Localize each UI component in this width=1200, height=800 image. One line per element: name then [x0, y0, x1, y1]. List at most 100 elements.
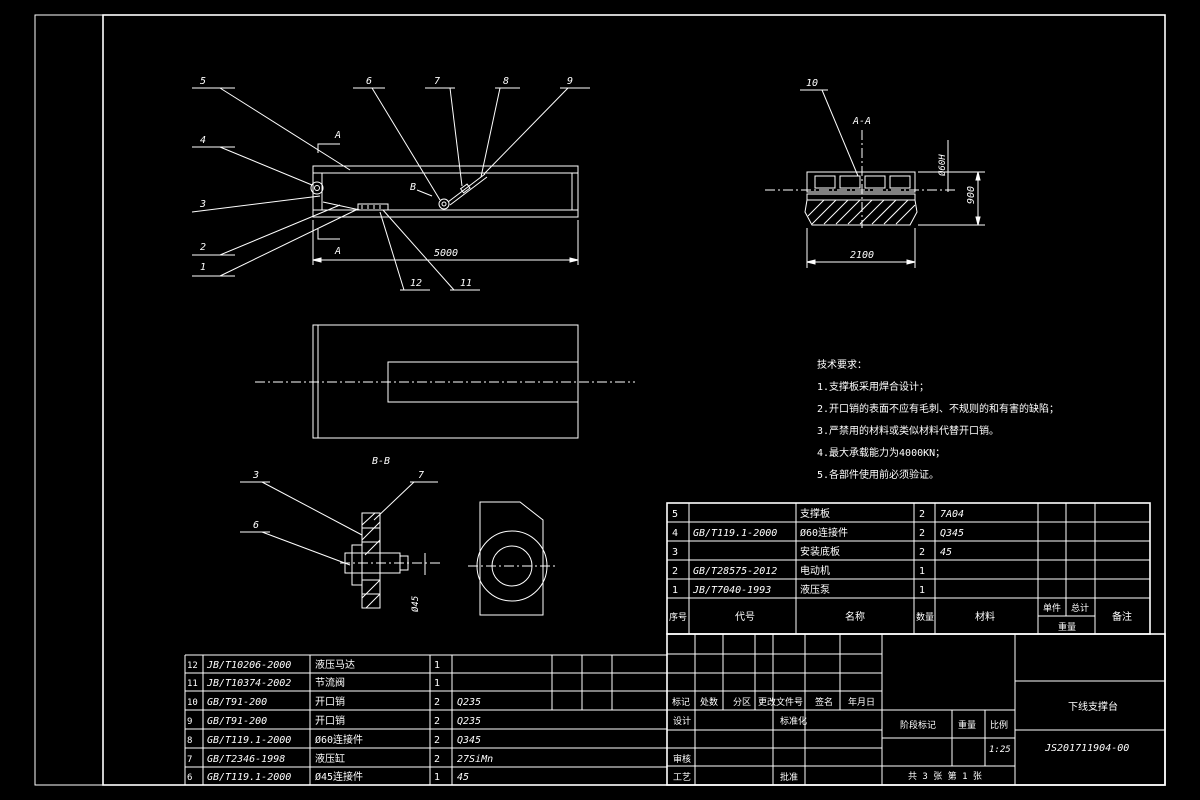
- pl-code-1: JB/T10374-2002: [206, 678, 291, 689]
- dim-length: 5000: [434, 248, 458, 259]
- dim-height: 900: [966, 186, 977, 204]
- pl-code-6: GB/T119.1-2000: [207, 772, 291, 783]
- pu-code-3: GB/T28575-2012: [693, 566, 777, 577]
- tech-item-2: 2.开口销的表面不应有毛刺、不规则的和有害的缺陷；: [817, 402, 1059, 415]
- balloon-12: 12: [410, 278, 422, 289]
- pu-head-unit: 单件: [1043, 602, 1061, 614]
- pin-detail-view: Ø45 3 7 6: [240, 470, 440, 612]
- section-a-top: A: [334, 130, 341, 141]
- dim-pin-dia: Ø60H: [937, 154, 948, 176]
- balloon-11: 11: [460, 278, 472, 289]
- pl-qty-4: 2: [434, 735, 440, 746]
- tech-requirements: 技术要求： 1.支撑板采用焊合设计； 2.开口销的表面不应有毛刺、不规则的和有害…: [817, 358, 1059, 481]
- front-view: A A B 5000 5 4 3 2 1 6 7 8 9 12 11: [191, 76, 590, 291]
- pu-head-qty: 数量: [916, 611, 934, 623]
- pu-no-2: 3: [672, 547, 678, 558]
- tech-item-1: 1.支撑板采用焊合设计；: [817, 380, 929, 393]
- pu-name-3: 电动机: [800, 564, 830, 577]
- rev-head-mark: 标记: [672, 696, 690, 708]
- pu-name-0: 支撑板: [800, 507, 830, 520]
- tb-scale: 1:25: [989, 745, 1011, 755]
- pu-mat-0: 7A04: [940, 509, 964, 520]
- tb-approve: 批准: [780, 771, 798, 783]
- pl-name-6: Ø45连接件: [315, 770, 363, 783]
- pl-code-0: JB/T10206-2000: [206, 660, 291, 671]
- tb-stage-mark: 阶段标记: [900, 719, 936, 731]
- pl-no-0: 12: [187, 661, 198, 671]
- pl-code-5: GB/T2346-1998: [207, 754, 285, 765]
- balloon-6: 6: [366, 76, 372, 87]
- rev-head-sign: 签名: [815, 696, 833, 708]
- pu-head-weight: 重量: [1058, 621, 1076, 633]
- pl-qty-1: 1: [434, 678, 440, 689]
- pl-name-3: 开口销: [315, 714, 345, 727]
- pu-head-no: 序号: [669, 611, 687, 623]
- tb-drawing-no: JS201711904-00: [1044, 743, 1129, 754]
- pl-qty-2: 2: [434, 697, 440, 708]
- pu-qty-0: 2: [919, 509, 925, 520]
- pl-mat-2: Q235: [457, 697, 481, 708]
- pu-mat-2: 45: [940, 547, 952, 558]
- pu-name-2: 安装底板: [800, 545, 840, 558]
- tb-review: 审核: [673, 753, 691, 765]
- detail-balloon-3: 3: [252, 470, 259, 481]
- detail-balloon-7: 7: [418, 470, 424, 481]
- pu-no-0: 5: [672, 509, 678, 520]
- balloon-7: 7: [434, 76, 440, 87]
- pl-mat-4: Q345: [457, 735, 481, 746]
- pu-qty-4: 1: [919, 585, 925, 596]
- tech-item-4: 4.最大承载能力为4000KN；: [817, 446, 945, 459]
- pl-code-2: GB/T91-200: [207, 697, 267, 708]
- pl-mat-6: 45: [457, 772, 469, 783]
- section-bb-view: B-B: [255, 324, 635, 467]
- balloon-8: 8: [503, 76, 509, 87]
- section-aa-label: A-A: [852, 116, 871, 127]
- pl-no-5: 7: [187, 755, 192, 765]
- tb-design: 设计: [673, 715, 691, 727]
- pu-head-total: 总计: [1071, 602, 1089, 614]
- title-block: 标记 处数 分区 更改文件号 签名 年月日 设计 标准化 审核 工艺 批准 阶段…: [666, 633, 1166, 786]
- pu-head-name: 名称: [845, 610, 865, 623]
- outer-border: [34, 14, 1166, 786]
- bracket-detail-view: [468, 501, 556, 616]
- tb-sheets: 共 3 张 第 1 张: [908, 770, 982, 782]
- section-bb-label: B-B: [372, 456, 390, 467]
- tb-weight: 重量: [958, 719, 976, 731]
- pu-no-3: 2: [672, 566, 678, 577]
- balloon-9: 9: [567, 76, 573, 87]
- detail-balloon-6: 6: [253, 520, 259, 531]
- pu-code-4: JB/T7040-1993: [692, 585, 771, 596]
- pl-mat-5: 27SiMn: [457, 754, 493, 765]
- pl-qty-0: 1: [434, 660, 440, 671]
- balloon-4: 4: [200, 135, 206, 146]
- pl-no-1: 11: [187, 679, 198, 689]
- section-aa-view: A-A 2100 900 Ø60H 10: [765, 78, 985, 268]
- pl-code-3: GB/T91-200: [207, 716, 267, 727]
- pl-no-4: 8: [187, 736, 192, 746]
- pu-qty-2: 2: [919, 547, 925, 558]
- pu-mat-1: Q345: [940, 528, 964, 539]
- pu-name-1: Ø60连接件: [800, 526, 848, 539]
- rev-head-date: 年月日: [848, 696, 875, 708]
- balloon-2: 2: [200, 242, 206, 253]
- pl-no-3: 9: [187, 717, 192, 727]
- tech-heading: 技术要求：: [817, 358, 867, 371]
- tb-standardize: 标准化: [780, 715, 807, 727]
- rev-head-count: 处数: [700, 696, 718, 708]
- pu-qty-1: 2: [919, 528, 925, 539]
- pl-no-6: 6: [187, 773, 192, 783]
- pu-qty-3: 1: [919, 566, 925, 577]
- pl-name-5: 液压缸: [315, 752, 345, 765]
- tech-item-3: 3.严禁用的材料或类似材料代替开口销。: [817, 424, 999, 437]
- pl-qty-5: 2: [434, 754, 440, 765]
- tb-title: 下线支撑台: [1068, 700, 1118, 713]
- pl-name-4: Ø60连接件: [315, 733, 363, 746]
- pu-head-code: 代号: [735, 611, 755, 623]
- balloon-3: 3: [199, 199, 206, 210]
- pl-name-2: 开口销: [315, 695, 345, 708]
- parts-list-upper: 5 支撑板 2 7A04 4 GB/T119.1-2000 Ø60连接件 2 Q…: [666, 502, 1151, 635]
- pu-code-1: GB/T119.1-2000: [693, 528, 777, 539]
- balloon-10: 10: [806, 78, 818, 89]
- view-b-marker: B: [410, 182, 416, 193]
